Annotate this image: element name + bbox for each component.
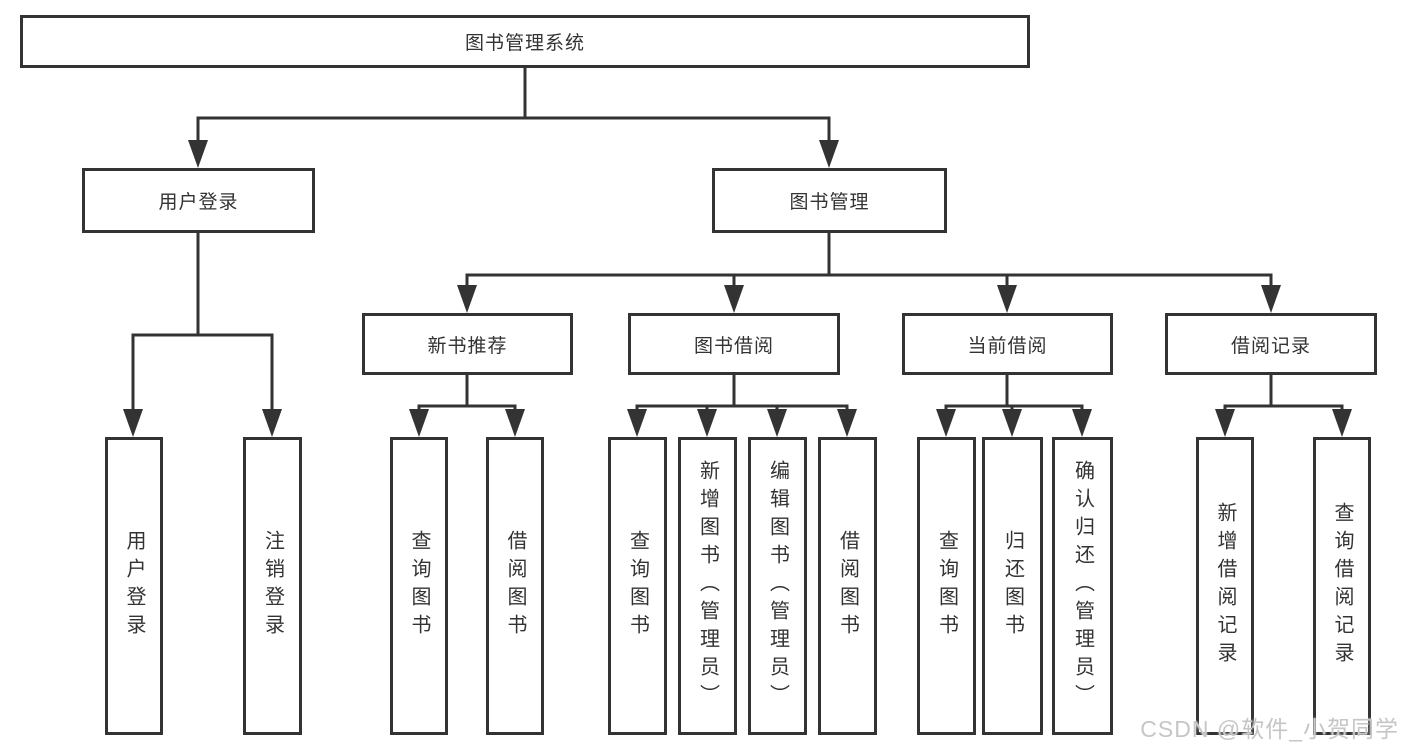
connector-book-borrow-to-leaves [627,375,857,437]
node-leaf-edit-books-admin: 编辑图书（管理员） [748,437,807,735]
node-user-login: 用户登录 [82,168,315,233]
csdn-watermark: CSDN @软件_小贺同学 [1140,716,1399,742]
node-system-root: 图书管理系统 [20,15,1030,68]
node-leaf-logout: 注销登录 [243,437,302,735]
connector-new-book-recommend-to-leaves [409,375,525,437]
node-book-management: 图书管理 [712,168,947,233]
node-leaf-query-books-recommend: 查询图书 [390,437,448,735]
node-current-borrow: 当前借阅 [902,313,1113,375]
connector-current-borrow-to-leaves [936,375,1092,437]
node-leaf-query-books-borrow: 查询图书 [608,437,667,735]
connector-borrow-record-to-leaves [1215,375,1352,437]
node-leaf-return-books: 归还图书 [982,437,1043,735]
connector-user-login-to-leaves [123,233,282,437]
connector-book-management-to-level3 [457,233,1281,313]
node-leaf-borrow-books-recommend: 借阅图书 [486,437,544,735]
node-leaf-query-borrow-record: 查询借阅记录 [1313,437,1371,735]
node-new-book-recommend: 新书推荐 [362,313,573,375]
node-leaf-borrow-books: 借阅图书 [818,437,877,735]
node-leaf-confirm-return-admin: 确认归还（管理员） [1052,437,1113,735]
node-leaf-query-books-current: 查询图书 [917,437,976,735]
node-leaf-add-books-admin: 新增图书（管理员） [678,437,737,735]
node-borrow-record: 借阅记录 [1165,313,1377,375]
node-leaf-user-login: 用户登录 [105,437,163,735]
node-book-borrow: 图书借阅 [628,313,840,375]
connector-root-to-level2 [188,68,839,168]
node-leaf-add-borrow-record: 新增借阅记录 [1196,437,1254,735]
